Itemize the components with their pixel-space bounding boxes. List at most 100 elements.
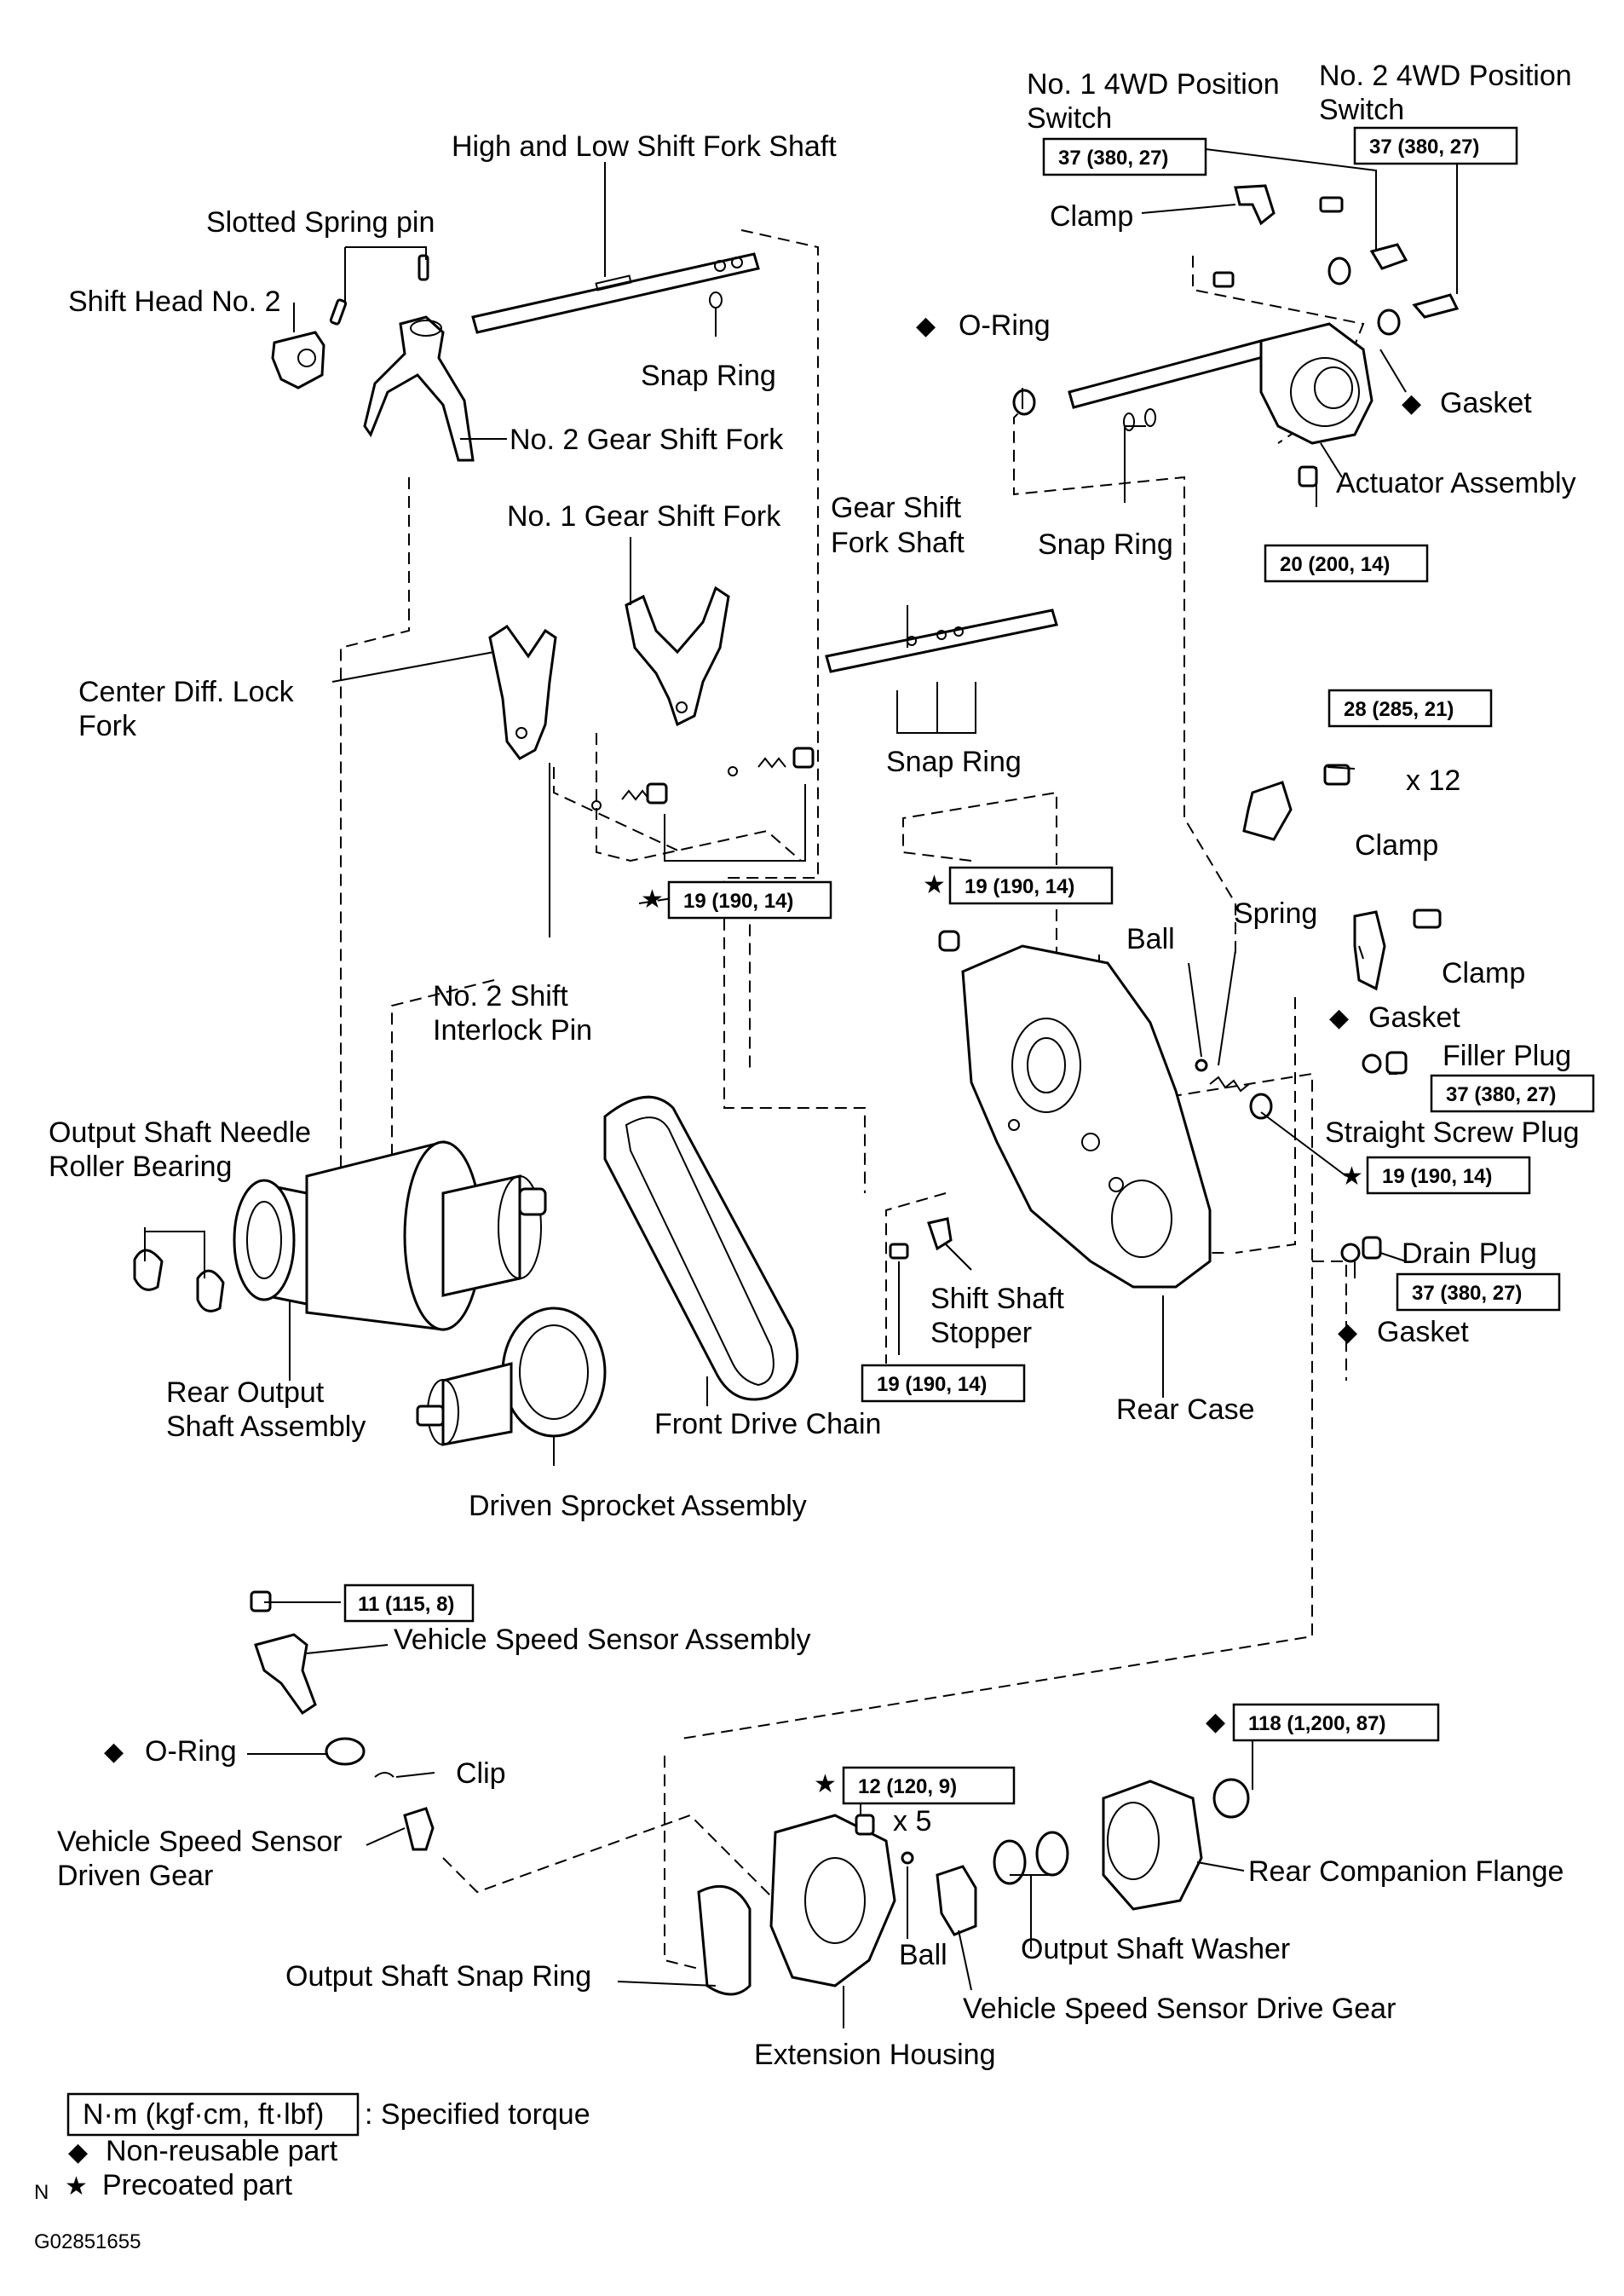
gear-shift-fork-shaft: [825, 609, 1058, 673]
torque-rear-case-plug: ★ 19 (190, 14): [923, 866, 1114, 905]
legend-north: N: [34, 2181, 49, 2204]
actuator-assembly: [1259, 322, 1373, 487]
label-no2-shift-interlock-pin-line2: Interlock Pin: [433, 1014, 592, 1047]
diamond-gasket-filler: ◆: [1329, 1003, 1349, 1033]
label-center-diff-lock-fork-line1: Center Diff. Lock: [78, 676, 295, 708]
torque-interlock-plug: ★ 19 (190, 14): [641, 880, 832, 920]
svg-text:37 (380, 27): 37 (380, 27): [1058, 147, 1168, 170]
label-shift-shaft-stopper-line1: Shift Shaft: [930, 1283, 1064, 1315]
label-actuator-assembly: Actuator Assembly: [1336, 467, 1576, 499]
label-x12: x 12: [1406, 764, 1460, 797]
label-gasket-filler: Gasket: [1368, 1001, 1460, 1034]
label-rear-case: Rear Case: [1116, 1393, 1255, 1426]
label-gear-shift-fork-shaft-line1: Gear Shift: [831, 492, 962, 524]
legend-star-icon: ★: [65, 2172, 88, 2201]
svg-text:12 (120, 9): 12 (120, 9): [858, 1775, 957, 1798]
no2-gear-shift-fork: [363, 315, 475, 462]
label-vehicle-speed-sensor-assembly: Vehicle Speed Sensor Assembly: [394, 1624, 811, 1656]
label-output-shaft-snap-ring: Output Shaft Snap Ring: [285, 1960, 591, 1993]
part-labels: No. 1 4WD Position Switch No. 2 4WD Posi…: [49, 60, 1580, 2071]
leader-lines: [144, 148, 1458, 2028]
svg-text:19 (190, 14): 19 (190, 14): [683, 890, 793, 913]
label-snap-ring-mid: Snap Ring: [886, 746, 1022, 778]
clamps-right: [1242, 764, 1442, 991]
legend-precoated: Precoated part: [102, 2169, 293, 2201]
label-snap-ring-actuator: Snap Ring: [1038, 528, 1173, 561]
legend-diamond-icon: ◆: [68, 2137, 88, 2167]
label-gasket-top: Gasket: [1440, 387, 1532, 419]
front-drive-chain: [603, 1095, 799, 1401]
label-rear-output-shaft-line1: Rear Output: [166, 1376, 325, 1409]
svg-text:19 (190, 14): 19 (190, 14): [877, 1373, 987, 1396]
svg-text:37 (380, 27): 37 (380, 27): [1412, 1282, 1522, 1305]
torque-filler-plug: 37 (380, 27): [1430, 1074, 1595, 1113]
torque-shift-shaft-stopper: 19 (190, 14): [861, 1364, 1026, 1403]
label-drain-plug: Drain Plug: [1402, 1237, 1537, 1270]
ball-spring-plug: [1195, 1059, 1273, 1120]
label-extension-housing: Extension Housing: [754, 2039, 996, 2071]
label-rear-companion-flange: Rear Companion Flange: [1248, 1855, 1564, 1888]
label-no1-4wd-switch-line1: No. 1 4WD Position: [1027, 68, 1280, 101]
svg-text:★: ★: [923, 870, 946, 900]
torque-drain-plug: 37 (380, 27): [1396, 1272, 1561, 1312]
svg-text:19 (190, 14): 19 (190, 14): [965, 875, 1074, 898]
svg-text:28 (285, 21): 28 (285, 21): [1344, 698, 1454, 721]
label-center-diff-lock-fork-line2: Fork: [78, 710, 137, 742]
label-driven-sprocket-assembly: Driven Sprocket Assembly: [469, 1490, 807, 1522]
svg-text:20 (200, 14): 20 (200, 14): [1280, 553, 1390, 576]
diamond-gasket-drain: ◆: [1338, 1318, 1357, 1347]
label-output-shaft-needle-bearing-line1: Output Shaft Needle: [49, 1116, 311, 1149]
legend: N·m (kgf·cm, ft·lbf) : Specified torque …: [34, 2092, 590, 2253]
label-clamp-top: Clamp: [1050, 200, 1133, 233]
label-vss-driven-gear-line2: Driven Gear: [57, 1860, 213, 1892]
torque-speed-sensor: 11 (115, 8): [343, 1584, 475, 1623]
label-snap-ring-top: Snap Ring: [641, 360, 776, 392]
label-no2-4wd-switch-line1: No. 2 4WD Position: [1319, 60, 1572, 92]
torque-straight-screw-plug: ★ 19 (190, 14): [1340, 1156, 1531, 1195]
svg-text:118 (1,200, 87): 118 (1,200, 87): [1248, 1712, 1385, 1735]
vehicle-speed-sensor-assembly: [250, 1590, 435, 1851]
label-ball-right: Ball: [1126, 923, 1175, 955]
torque-no1-switch: 37 (380, 27): [1042, 137, 1207, 176]
svg-text:37 (380, 27): 37 (380, 27): [1369, 136, 1479, 159]
no1-gear-shift-fork: [625, 586, 730, 727]
label-clamp-right: Clamp: [1442, 957, 1525, 989]
rear-case: [938, 930, 1212, 1289]
rear-output-shaft-assembly: [233, 1140, 547, 1331]
label-no2-shift-interlock-pin-line1: No. 2 Shift: [433, 980, 568, 1012]
label-clip: Clip: [456, 1757, 506, 1790]
shift-head-no2: [271, 331, 325, 389]
label-no1-4wd-switch-line2: Switch: [1027, 102, 1112, 135]
legend-torque-desc: : Specified torque: [365, 2098, 590, 2131]
label-no2-4wd-switch-line2: Switch: [1319, 94, 1404, 126]
detent-springs-and-plugs: [591, 747, 815, 811]
legend-non-reusable: Non-reusable part: [106, 2135, 338, 2167]
label-shift-shaft-stopper-line2: Stopper: [930, 1317, 1032, 1349]
label-o-ring-top: O-Ring: [959, 309, 1051, 342]
extension-housing: [697, 1814, 914, 1996]
torque-actuator: 20 (200, 14): [1264, 544, 1429, 583]
label-vss-drive-gear: Vehicle Speed Sensor Drive Gear: [963, 1993, 1396, 2025]
svg-text:11 (115, 8): 11 (115, 8): [358, 1593, 454, 1616]
label-output-shaft-needle-bearing-line2: Roller Bearing: [49, 1151, 232, 1183]
svg-text:★: ★: [641, 885, 664, 914]
high-low-shift-fork-shaft: [471, 252, 760, 334]
torque-no2-switch: 37 (380, 27): [1353, 126, 1518, 165]
svg-text:★: ★: [814, 1769, 837, 1799]
label-slotted-spring-pin: Slotted Spring pin: [206, 206, 435, 239]
figure-code: G02851655: [34, 2230, 141, 2253]
label-vss-driven-gear-line1: Vehicle Speed Sensor: [57, 1826, 343, 1858]
shift-shaft-stopper: [889, 1217, 953, 1260]
svg-text:★: ★: [1340, 1162, 1363, 1191]
diamond-gasket-top: ◆: [1402, 389, 1421, 418]
label-o-ring-bottom: O-Ring: [145, 1735, 237, 1768]
diamond-o-ring-bottom: ◆: [104, 1737, 124, 1767]
diamond-o-ring-top: ◆: [916, 311, 936, 341]
label-gasket-drain: Gasket: [1377, 1316, 1469, 1348]
label-output-shaft-washer: Output Shaft Washer: [1021, 1933, 1290, 1965]
driven-sprocket-assembly: [416, 1307, 607, 1446]
label-front-drive-chain: Front Drive Chain: [654, 1408, 881, 1440]
label-straight-screw-plug: Straight Screw Plug: [1325, 1116, 1580, 1149]
svg-text:◆: ◆: [1206, 1707, 1225, 1737]
